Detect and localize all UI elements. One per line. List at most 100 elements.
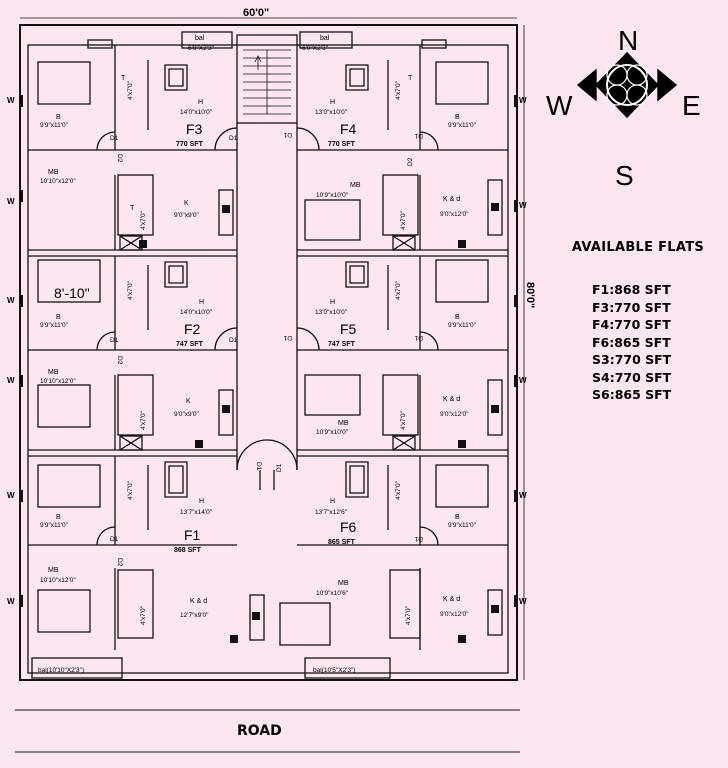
- toilet-dim: 4'x7'0": [127, 480, 134, 500]
- door2-label: D2: [407, 157, 414, 166]
- f6-hall-label: H: [330, 498, 335, 505]
- f1-name: F1: [184, 527, 201, 543]
- f2-name: F2: [184, 321, 201, 337]
- f6-mb-dim: 10'9"x10'6": [316, 590, 349, 597]
- f4-hall-label: H: [330, 99, 335, 106]
- f1-kitchen: K & d: [190, 598, 207, 605]
- f3-toilet2: T: [130, 205, 135, 212]
- window-label: W: [519, 201, 527, 210]
- window-label: W: [519, 96, 527, 105]
- f6-name: F6: [340, 519, 357, 535]
- door2-label: D2: [116, 154, 123, 163]
- toilet-dim: 4'x7'0": [140, 410, 147, 430]
- f6-balcony: bal(10'5"X2'3"): [313, 667, 356, 674]
- outer-wall: [19, 24, 518, 681]
- f5-kitchen-dim: 9'0"x12'0": [440, 411, 469, 418]
- f6-mb-label: MB: [338, 580, 349, 587]
- f4-hall-dim: 13'0"x10'0": [315, 109, 348, 116]
- window-label: W: [7, 491, 15, 500]
- f1-hall-dim: 13'7"x14'0": [180, 509, 213, 516]
- door-label: D1: [229, 135, 238, 142]
- f2-hall-dim: 14'0"x10'0": [180, 309, 213, 316]
- f2-kitchen-dim: 9'0"x9'0": [174, 411, 199, 418]
- f5-name: F5: [340, 321, 357, 337]
- compass-west: W: [546, 90, 573, 121]
- available-flat-item: F3:770 SFT: [592, 299, 671, 315]
- f3-bed-label: B: [56, 114, 61, 121]
- f3-toilet: T: [121, 75, 126, 82]
- f1-mb-dim: 10'10"x12'0": [40, 577, 76, 584]
- f5-kitchen: K & d: [443, 396, 460, 403]
- toilet-dim: 4'x7'0": [395, 480, 402, 500]
- f5-area: 747 SFT: [328, 341, 356, 348]
- available-flat-item: S3:770 SFT: [592, 352, 672, 367]
- window-labels: W W W W W W W W W W W: [7, 96, 527, 606]
- f5-hall-dim: 13'0"x10'0": [315, 309, 348, 316]
- door-label: D1: [255, 462, 262, 471]
- f4-name: F4: [340, 121, 357, 137]
- f4-balcony: bal: [320, 35, 330, 42]
- f2-hall-label: H: [199, 299, 204, 306]
- f5-mb-dim: 10'9"x10'0": [316, 429, 349, 436]
- f3-mb-label: MB: [48, 169, 59, 176]
- f4-bed-label: B: [455, 114, 460, 121]
- f3-name: F3: [186, 121, 203, 137]
- plot-width-label: 60'0": [243, 7, 269, 19]
- sketch-note: 8'-10": [54, 285, 90, 301]
- f4-balcony-dim: 6'0"X2'3": [302, 45, 329, 52]
- door-label: D1: [414, 334, 423, 341]
- window-label: W: [519, 491, 527, 500]
- toilet-dim: 4'x7'0": [405, 605, 412, 625]
- f5-hall-label: H: [330, 299, 335, 306]
- f3-mb-dim: 10'10"x12'0": [40, 178, 76, 185]
- window-label: W: [7, 96, 15, 105]
- f2-mb-dim: 10'10"x12'0": [40, 378, 76, 385]
- door2-label: D2: [116, 558, 123, 567]
- f3-bed-dim: 9'9"x11'0": [40, 122, 69, 129]
- window-label: W: [7, 376, 15, 385]
- window-label: W: [7, 296, 15, 305]
- f3-balcony-dim: 6'0"X2'3": [188, 45, 215, 52]
- f4-toilet: T: [408, 75, 413, 82]
- available-flat-item: F1:868 SFT: [592, 282, 671, 297]
- plot-depth-label: 80'0": [524, 282, 536, 308]
- f6-kitchen: K & d: [443, 596, 460, 603]
- f6-bed-dim: 9'9"x11'0": [448, 522, 477, 529]
- available-flat-item: F6:865 SFT: [592, 334, 671, 350]
- f4-bed-dim: 9'9"x11'0": [448, 122, 477, 129]
- f3-kitchen-dim: 9'0"x9'0": [174, 212, 199, 219]
- staircase: [236, 34, 298, 124]
- f3-balcony: bal: [195, 35, 205, 42]
- toilet-dim: 4'x7'0": [140, 605, 147, 625]
- compass-rose-icon: [576, 51, 678, 119]
- available-flats-panel: AVAILABLE FLATS F1:868 SFT F3:770 SFT F4…: [548, 240, 728, 404]
- f1-mb-label: MB: [48, 567, 59, 574]
- f2-kitchen: K: [186, 398, 191, 405]
- compass-north: N: [618, 25, 638, 56]
- f5-bed-label: B: [455, 314, 460, 321]
- available-flat-item: F4:770 SFT: [592, 317, 671, 332]
- available-flats-title: AVAILABLE FLATS: [571, 240, 705, 255]
- toilet-dim: 4'x7'0": [400, 210, 407, 230]
- f1-balcony: bal(10'10"X2'3"): [38, 667, 84, 674]
- door-label: D1: [276, 463, 283, 472]
- f3-hall-label: H: [198, 99, 203, 106]
- f3-kitchen: K: [184, 200, 189, 207]
- f4-area: 770 SFT: [328, 141, 356, 148]
- window-label: W: [519, 376, 527, 385]
- f5-mb-label: MB: [338, 420, 349, 427]
- f6-hall-dim: 13'7"x12'6": [315, 509, 348, 516]
- f1-bed-dim: 9'9"x11'0": [40, 522, 69, 529]
- f3-hall-dim: 14'0"x10'0": [180, 109, 213, 116]
- toilet-dim: 4'x7'0": [400, 410, 407, 430]
- f1-kitchen-dim: 12'7"x9'0": [180, 612, 209, 619]
- window-label: W: [7, 597, 15, 606]
- f2-area: 747 SFT: [176, 341, 204, 348]
- toilet-dim: 4'x7'0": [140, 210, 147, 230]
- f6-area: 865 SFT: [328, 539, 356, 546]
- f2-mb-label: MB: [48, 369, 59, 376]
- toilet-dim: 4'x7'0": [395, 280, 402, 300]
- compass-east: E: [682, 90, 701, 121]
- f2-bed-label: B: [56, 314, 61, 321]
